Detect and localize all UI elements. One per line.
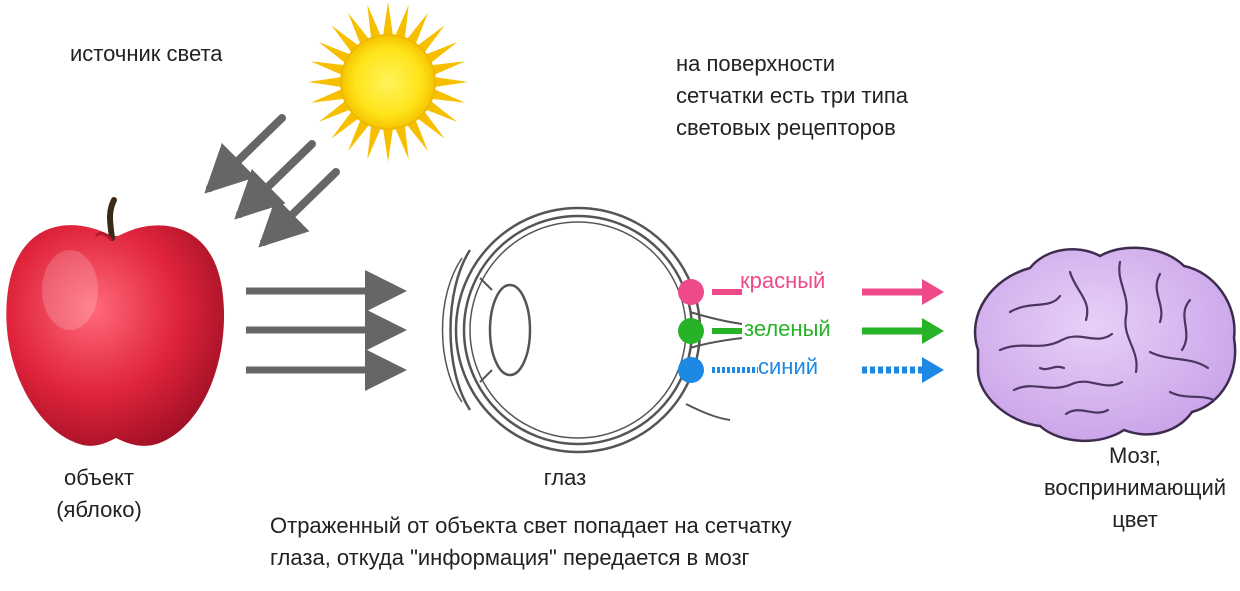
sun-ray (416, 25, 445, 54)
brain-label: Мозг, воспринимающий цвет (1030, 440, 1240, 536)
sun-ray (406, 119, 428, 152)
light-source-label: источник света (70, 41, 223, 66)
sun-ray (416, 110, 445, 139)
retina-note-line: на поверхности (676, 51, 836, 76)
receptor-label-green: зеленый (744, 316, 831, 341)
sun-ray (382, 127, 394, 162)
object-label: объект (яблоко) (34, 462, 164, 526)
sun-ray (382, 2, 394, 37)
sun-ray (318, 42, 351, 64)
retina-note-line: сетчатки есть три типа (676, 83, 909, 108)
sun-ray (394, 124, 409, 160)
sun-ray (348, 119, 370, 152)
sun-ray (367, 4, 382, 40)
receptors: красный зеленый синий (678, 268, 944, 383)
brain-label-line: воспринимающий (1043, 475, 1227, 500)
sun-ray (367, 124, 382, 160)
incident-light-arrows (204, 114, 340, 248)
object-label-line: объект (63, 465, 135, 490)
sun-ray (425, 100, 458, 122)
apple-icon (6, 197, 225, 446)
caption-line: Отраженный от объекта свет попадает на с… (270, 513, 792, 538)
sun-icon (308, 2, 468, 162)
sun-ray (310, 61, 346, 76)
sun-ray (394, 4, 409, 40)
receptor-red: красный (678, 268, 944, 305)
brain-icon (973, 246, 1237, 442)
sun-ray (433, 76, 468, 88)
sun-ray (425, 42, 458, 64)
sun-ray (308, 76, 343, 88)
brain-label-line: цвет (1112, 507, 1158, 532)
sun-ray (430, 61, 466, 76)
sun-ray (331, 25, 360, 54)
sun-ray (406, 12, 428, 45)
eye-diagram-icon (441, 206, 743, 454)
sun-ray (331, 110, 360, 139)
retina-note-line: световых рецепторов (676, 115, 896, 140)
caption: Отраженный от объекта свет попадает на с… (270, 510, 970, 574)
sun-ray (310, 88, 346, 103)
sun-ray (430, 88, 466, 103)
receptor-label-red: красный (740, 268, 825, 293)
caption-line: глаза, откуда "информация" передается в … (270, 545, 750, 570)
brain-label-line: Мозг, (1108, 443, 1162, 468)
incident-arrow (258, 168, 340, 248)
sun-ray (348, 12, 370, 45)
sun-ray (318, 100, 351, 122)
eye-label: глаз (543, 465, 587, 490)
reflected-light-arrows (246, 270, 407, 391)
retina-note: на поверхности сетчатки есть три типа св… (676, 48, 1036, 144)
receptor-label-blue: синий (758, 354, 818, 379)
incident-arrow (204, 114, 286, 194)
incident-arrow (234, 140, 316, 220)
receptor-blue: синий (678, 354, 944, 383)
receptor-green: зеленый (678, 316, 944, 344)
object-label-line: (яблоко) (56, 497, 142, 522)
